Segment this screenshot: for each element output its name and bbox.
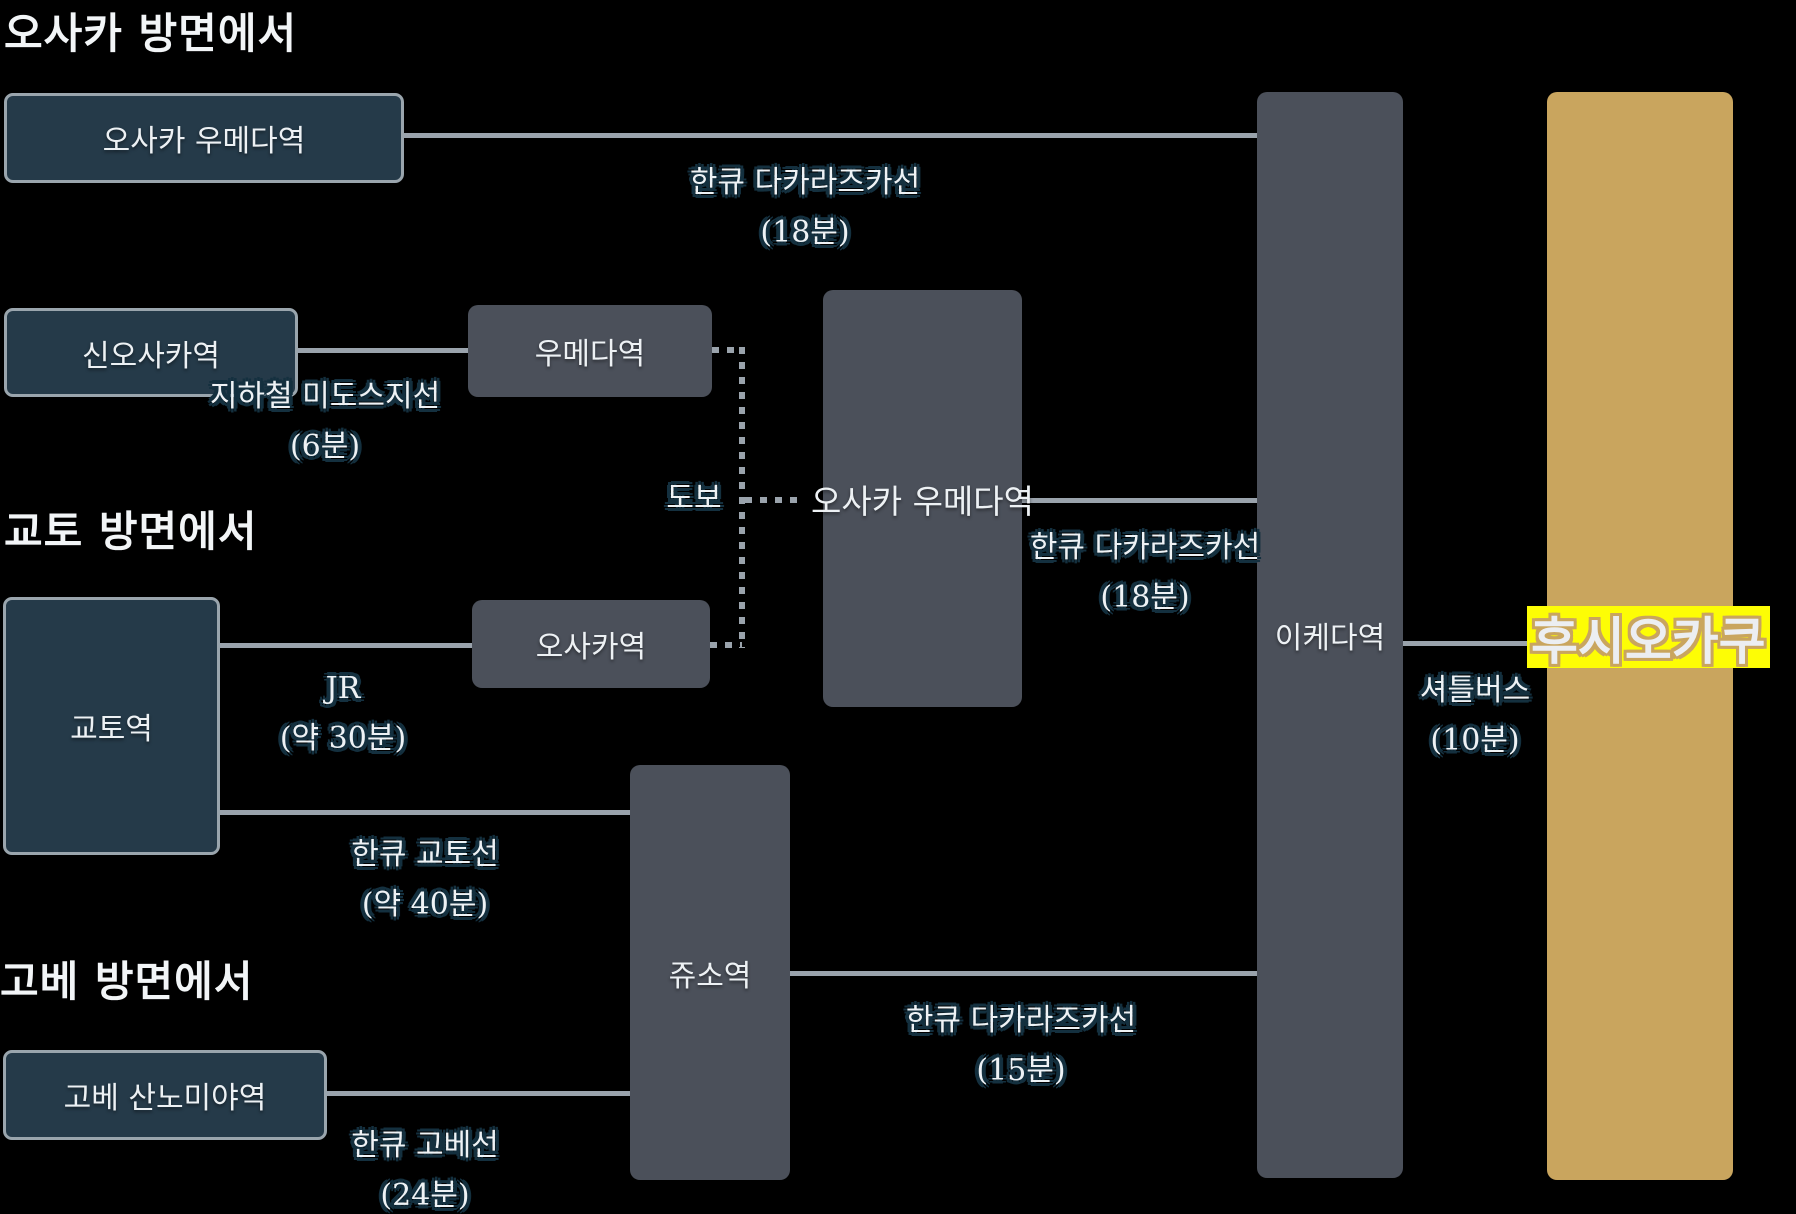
walk-dotted-to-osaka-umeda-hankyu bbox=[745, 497, 805, 503]
station-label-juso: 쥬소역 bbox=[668, 958, 752, 994]
route-line-name: 셔틀버스 bbox=[1419, 673, 1531, 708]
route-duration: (약 40분) bbox=[361, 887, 489, 922]
station-box-osaka: 오사카역 bbox=[472, 600, 710, 688]
station-box-kobe-sannomiya: 고베 산노미야역 bbox=[3, 1050, 327, 1140]
route-label-midosuji: 지하철 미도스지선 (6분) bbox=[210, 372, 440, 472]
destination-highlight: 후시오카쿠 bbox=[1527, 606, 1770, 672]
station-label-ikeda: 이케다역 bbox=[1274, 621, 1386, 656]
route-label-walk: 도보 bbox=[666, 474, 721, 524]
station-label-osaka-umeda-hankyu: 오사카 우메다역 bbox=[811, 481, 1035, 521]
station-label-shin-osaka: 신오사카역 bbox=[82, 338, 220, 374]
station-box-osaka-umeda: 오사카 우메다역 bbox=[4, 93, 404, 183]
route-label-jr: JR (약 30분) bbox=[280, 664, 406, 764]
route-line-name: 도보 bbox=[666, 481, 722, 516]
heading-from-kyoto: 교토 방면에서 bbox=[4, 507, 258, 556]
line-shin-osaka-to-umeda bbox=[298, 348, 470, 353]
route-duration: (15분) bbox=[976, 1053, 1066, 1088]
station-box-umeda: 우메다역 bbox=[468, 305, 712, 397]
route-line-name: 한큐 다카라즈카선 bbox=[689, 165, 921, 200]
route-duration: (10분) bbox=[1430, 723, 1520, 758]
station-label-kyoto: 교토역 bbox=[70, 712, 153, 747]
route-line-name: 한큐 다카라즈카선 bbox=[1029, 530, 1261, 565]
heading-from-kobe: 고베 방면에서 bbox=[0, 957, 254, 1006]
walk-dotted-vertical bbox=[739, 347, 745, 648]
route-duration: (24분) bbox=[380, 1178, 470, 1213]
route-line-name: JR bbox=[325, 671, 361, 706]
route-label-takarazuka-top: 한큐 다카라즈카선 (18분) bbox=[690, 158, 920, 258]
route-line-name: 한큐 고베선 bbox=[351, 1128, 499, 1163]
station-label-osaka: 오사카역 bbox=[535, 630, 647, 665]
walk-dotted-from-umeda bbox=[712, 347, 742, 353]
line-kyoto-to-juso bbox=[219, 810, 630, 815]
route-duration: (6분) bbox=[289, 429, 361, 464]
station-box-osaka-umeda-hankyu: 오사카 우메다역 bbox=[811, 290, 1034, 707]
route-duration: (18분) bbox=[760, 215, 850, 250]
destination-name: 후시오카쿠 bbox=[1531, 612, 1766, 672]
route-label-takarazuka-juso: 한큐 다카라즈카선 (15분) bbox=[906, 996, 1136, 1096]
route-label-hankyu-kyoto: 한큐 교토선 (약 40분) bbox=[351, 830, 499, 930]
line-osaka-umeda-hankyu-to-ikeda bbox=[1022, 498, 1257, 503]
route-label-hankyu-kobe: 한큐 고베선 (24분) bbox=[351, 1121, 499, 1214]
route-duration: (18분) bbox=[1100, 580, 1190, 615]
line-kyoto-to-osaka-station bbox=[219, 643, 472, 648]
station-label-kobe-sannomiya: 고베 산노미야역 bbox=[63, 1081, 267, 1116]
line-ikeda-to-destination bbox=[1403, 641, 1553, 646]
station-label-umeda: 우메다역 bbox=[534, 337, 646, 372]
station-box-ikeda: 이케다역 bbox=[1257, 92, 1403, 1178]
line-osaka-umeda-to-ikeda bbox=[404, 133, 1257, 138]
route-line-name: 한큐 다카라즈카선 bbox=[905, 1003, 1137, 1038]
station-box-juso: 쥬소역 bbox=[630, 765, 790, 1180]
route-label-takarazuka-mid: 한큐 다카라즈카선 (18분) bbox=[1030, 523, 1260, 623]
route-duration: (약 30분) bbox=[279, 721, 407, 756]
route-line-name: 한큐 교토선 bbox=[351, 837, 499, 872]
line-kobe-to-juso bbox=[325, 1091, 630, 1096]
route-line-name: 지하철 미도스지선 bbox=[209, 379, 441, 414]
route-label-shuttle-bus: 셔틀버스 (10분) bbox=[1420, 666, 1530, 766]
station-box-kyoto: 교토역 bbox=[3, 597, 220, 855]
station-box-shin-osaka: 신오사카역 bbox=[4, 308, 298, 397]
heading-from-osaka: 오사카 방면에서 bbox=[4, 9, 298, 58]
line-juso-to-ikeda bbox=[790, 971, 1257, 976]
walk-dotted-from-osaka-station bbox=[710, 642, 742, 648]
station-label-osaka-umeda: 오사카 우메다역 bbox=[102, 124, 306, 159]
